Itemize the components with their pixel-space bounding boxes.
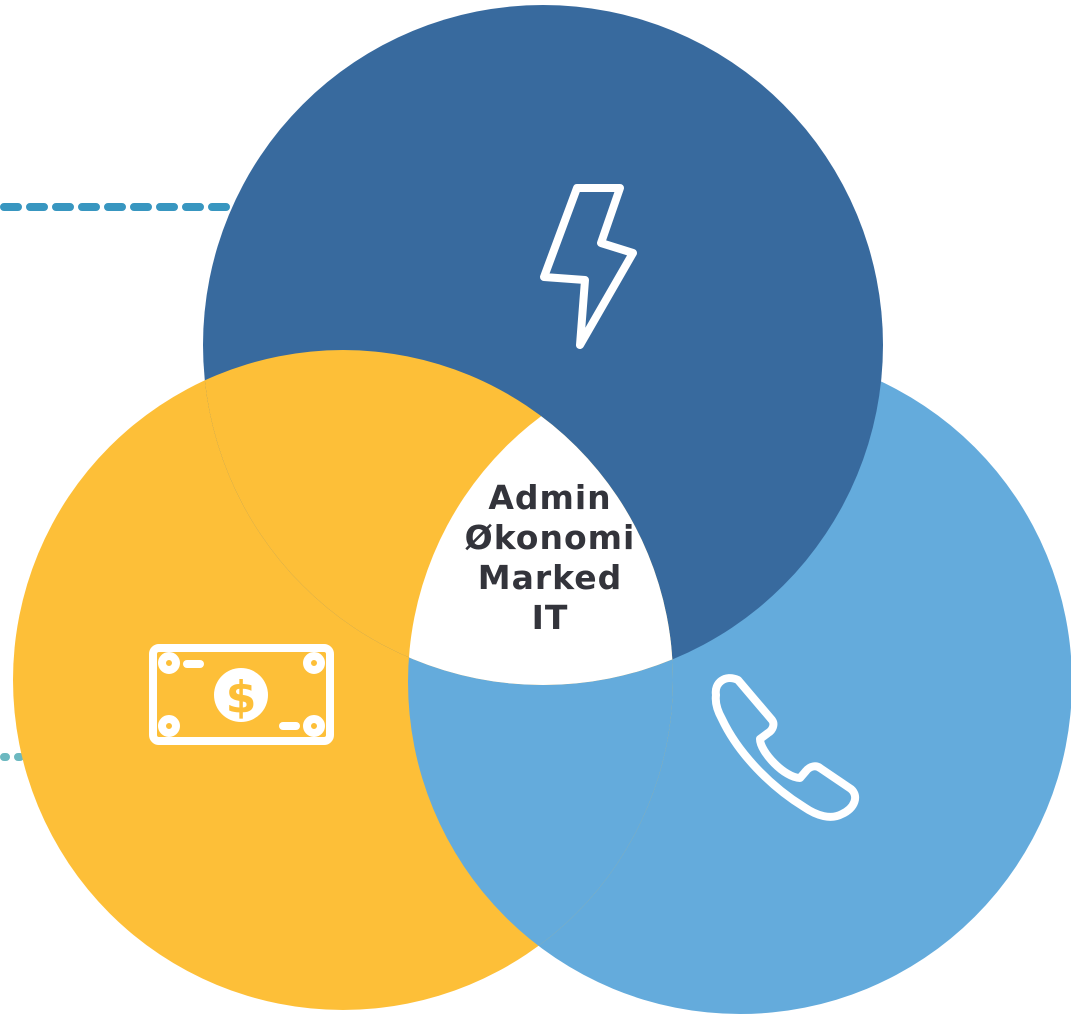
center-region bbox=[408, 350, 673, 685]
center-label: Admin Økonomi Marked IT bbox=[420, 478, 680, 638]
center-line-okonomi: Økonomi bbox=[464, 518, 636, 557]
center-line-marked: Marked bbox=[477, 558, 623, 597]
svg-text:$: $ bbox=[226, 672, 257, 723]
phone-icon bbox=[711, 674, 860, 821]
center-line-admin: Admin bbox=[488, 478, 612, 517]
center-line-it: IT bbox=[531, 598, 569, 637]
lightning-bolt-icon bbox=[540, 184, 637, 349]
dollar-bill-icon: $ bbox=[149, 644, 334, 745]
